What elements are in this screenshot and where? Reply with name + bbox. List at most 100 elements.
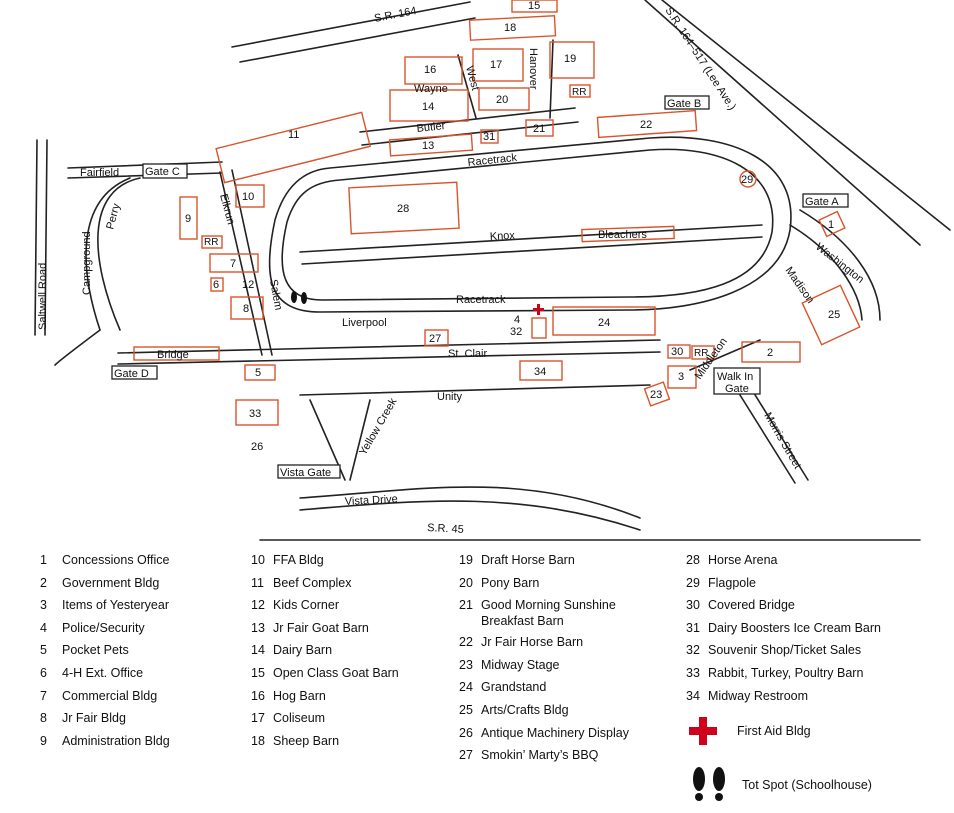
building-31-label: 31 [483, 131, 495, 143]
building-34-label: 34 [534, 366, 546, 378]
building-32-label: 32 [510, 326, 522, 338]
legend-number: 23 [459, 657, 473, 672]
tot-spot-label: Tot Spot (Schoolhouse) [742, 778, 872, 792]
legend-name: Coliseum [273, 711, 326, 726]
building-14-label: 14 [422, 101, 434, 113]
gate-d-label: Gate D [114, 368, 149, 380]
legend-name: Horse Arena [708, 553, 778, 567]
building-10-label: 10 [242, 191, 254, 203]
gate-a-label: Gate A [805, 196, 839, 208]
legend-number: 12 [251, 598, 265, 613]
building-3-label: 3 [678, 371, 684, 383]
legend-number: 32 [686, 643, 700, 658]
legend-name: Kids Corner [273, 598, 339, 613]
legend-number: 31 [686, 620, 700, 635]
legend-number: 13 [251, 620, 265, 635]
legend-number: 7 [40, 688, 47, 703]
first-aid-map-icon [533, 304, 544, 315]
building-20-label: 20 [496, 94, 508, 106]
building-26-label: 26 [251, 441, 263, 453]
map-labels: S.R. 164 S.R. 164–517 (Lee Ave.) Hanover… [37, 0, 866, 536]
restroom-label-1: RR [572, 87, 586, 98]
legend-name: Rabbit, Turkey, Poultry Barn [708, 665, 864, 680]
building-21-label: 21 [533, 123, 545, 135]
legend-number: 2 [40, 575, 47, 590]
legend-number: 28 [686, 553, 700, 567]
building-29-label: 29 [741, 174, 753, 186]
legend-name: Dairy Barn [273, 643, 333, 658]
building-19-label: 19 [564, 53, 576, 65]
building-22-label: 22 [640, 119, 652, 131]
restroom-label-2: RR [204, 237, 218, 248]
building-30-label: 30 [671, 346, 683, 358]
legend-name-line-2: Breakfast Barn [481, 614, 564, 629]
building-23-label: 23 [650, 389, 662, 401]
legend-number: 25 [459, 702, 473, 717]
legend-name: Covered Bridge [708, 598, 795, 613]
legend-name: Administration Bldg [62, 733, 170, 748]
legend-number: 29 [686, 575, 700, 590]
building-27-label: 27 [429, 333, 441, 345]
legend-number: 10 [251, 553, 265, 567]
building-8-label: 8 [243, 303, 249, 315]
gate-c-label: Gate C [145, 166, 180, 178]
legend-name: Jr Fair Bldg [62, 711, 126, 726]
road-label-racetrack-top: Racetrack [467, 152, 518, 169]
legend-name: Antique Machinery Display [481, 725, 629, 740]
road-label-knox: Knox [490, 230, 516, 243]
legend-number: 17 [251, 711, 265, 726]
building-17-label: 17 [490, 59, 502, 71]
legend-number: 1 [40, 553, 47, 567]
legend-name: Grandstand [481, 680, 547, 695]
legend-name: Draft Horse Barn [481, 553, 575, 567]
road-label-west: West [463, 65, 481, 92]
legend-number: 8 [40, 711, 47, 726]
legend-name: Pocket Pets [62, 643, 129, 658]
fairgrounds-map: S.R. 164 S.R. 164–517 (Lee Ave.) Hanover… [34, 0, 951, 541]
legend-name: Beef Complex [273, 575, 352, 590]
legend-name: FFA Bldg [273, 553, 324, 567]
legend-number: 22 [459, 635, 473, 650]
road-label-st-clair: St. Clair [448, 348, 487, 360]
building-4-label: 4 [514, 314, 520, 326]
building-7-label: 7 [230, 258, 236, 270]
legend-name: Items of Yesteryear [62, 598, 170, 613]
legend-name: Dairy Boosters Ice Cream Barn [708, 620, 881, 635]
road-label-vista-drive: Vista Drive [345, 493, 399, 508]
legend-name: Sheep Barn [273, 733, 340, 748]
legend-name: Pony Barn [481, 575, 540, 590]
first-aid-icon [689, 717, 717, 745]
road-label-bridge: Bridge [157, 349, 189, 361]
building-33-label: 33 [249, 408, 261, 420]
legend-number: 11 [251, 575, 264, 590]
legend-number: 14 [251, 643, 265, 658]
building-outlines [133, 0, 861, 426]
road-label-sr164: S.R. 164 [373, 5, 417, 25]
building-2-label: 2 [767, 347, 773, 359]
legend-name: Commercial Bldg [62, 688, 158, 703]
tot-spot-map-icon [291, 291, 307, 304]
legend-name: Government Bldg [62, 575, 160, 590]
walk-in-gate-label: Walk In [717, 371, 753, 383]
legend-number: 26 [459, 725, 473, 740]
legend-number: 24 [459, 680, 473, 695]
road-label-sr45: S.R. 45 [427, 522, 464, 536]
legend-number: 16 [251, 688, 265, 703]
building-13-label: 13 [422, 140, 434, 152]
legend-name: Souvenir Shop/Ticket Sales [708, 643, 862, 658]
building-1-label: 1 [828, 219, 834, 231]
building-28-label: 28 [397, 203, 409, 215]
legend-name: Flagpole [708, 575, 756, 590]
road-network [34, 0, 951, 541]
legend-name: Jr Fair Horse Barn [481, 635, 584, 650]
legend-number: 34 [686, 688, 700, 703]
walk-in-gate-label-2: Gate [725, 383, 749, 395]
road-label-hanover: Hanover [527, 48, 539, 90]
legend-number: 33 [686, 665, 700, 680]
legend-number: 15 [251, 665, 265, 680]
road-label-liverpool: Liverpool [342, 317, 387, 329]
road-label-butler: Butler [416, 120, 446, 135]
legend-number: 3 [40, 598, 47, 613]
road-label-saltwell: Saltwell Road [37, 263, 49, 330]
